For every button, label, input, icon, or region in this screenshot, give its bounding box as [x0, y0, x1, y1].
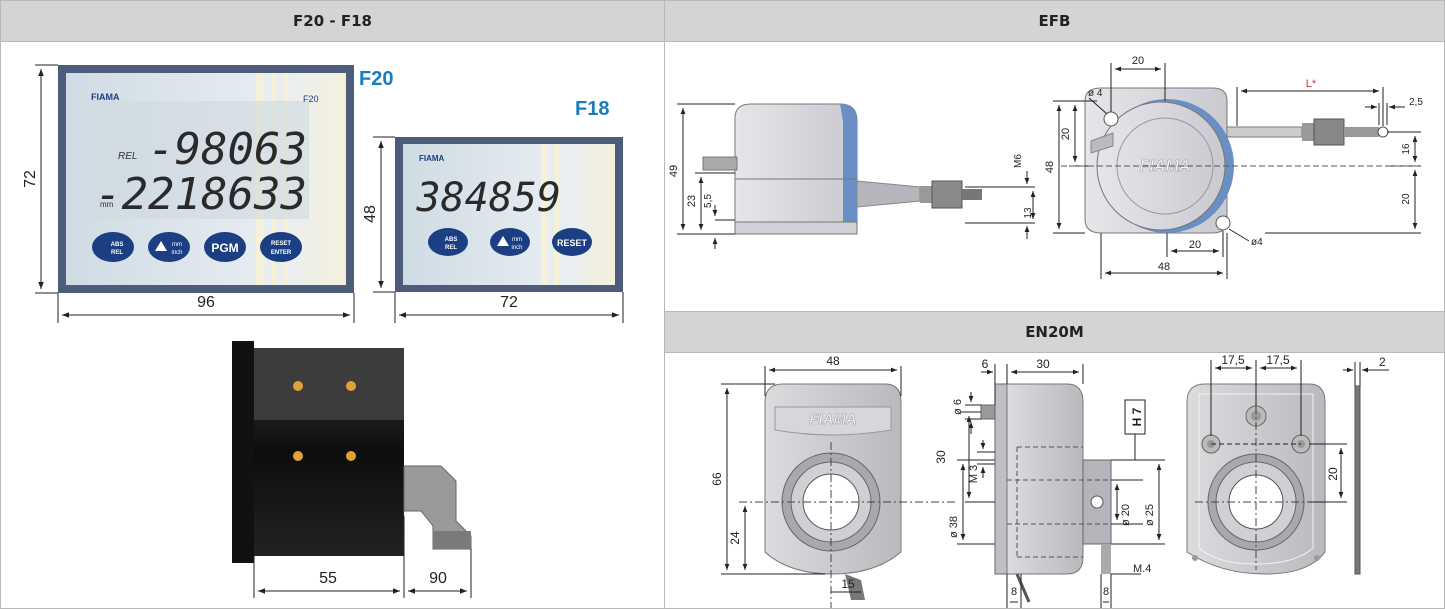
- f20-dim-width: 96: [197, 294, 215, 311]
- f18-logo: FIAMA: [419, 154, 445, 163]
- efb-drawing: 49 23 5,5 M6 13 FIAMA: [668, 55, 1423, 279]
- svg-text:inch: inch: [171, 250, 182, 256]
- f20-device: FIAMA F20 REL mm -98063 -2218633 ABSREL …: [58, 65, 354, 293]
- en20m-dim-phi6: ø 6: [952, 399, 964, 415]
- en20m-dim-66: 66: [710, 472, 724, 486]
- svg-text:mm: mm: [512, 237, 522, 243]
- svg-text:inch: inch: [511, 245, 522, 251]
- en20m-dim-48: 48: [826, 354, 840, 368]
- side-view-dimensions: [253, 516, 472, 598]
- en20m-logo: FIAMA: [809, 411, 857, 428]
- f20-label: F20: [359, 68, 393, 90]
- en20m-dim-phi38: ø 38: [948, 516, 960, 538]
- en20m-dim-24: 24: [728, 531, 742, 545]
- svg-text:ENTER: ENTER: [271, 250, 292, 256]
- f20-button-abs-rel[interactable]: ABS REL: [92, 232, 134, 262]
- en20m-dim-2: 2: [1379, 355, 1386, 369]
- efb-dim-5-5: 5,5: [703, 194, 714, 208]
- en20m-back-dims: [1195, 360, 1389, 570]
- svg-text:RESET: RESET: [271, 241, 291, 247]
- en20m-side-dims: [957, 364, 1165, 608]
- panel-title: EN20M: [665, 312, 1444, 353]
- efb-dim-bot20: 20: [1189, 239, 1201, 251]
- en20m-dim-17-5-b: 17,5: [1266, 353, 1290, 367]
- f20-button-mm-inch[interactable]: mm inch: [148, 232, 190, 262]
- f20-dim-height: 72: [22, 170, 39, 188]
- efb-side-view: [702, 103, 982, 235]
- f20-model-tag: F20: [303, 94, 319, 104]
- panel-title-text: F20 - F18: [293, 12, 372, 30]
- f18-dim-height: 48: [362, 205, 379, 223]
- f18-button-reset[interactable]: RESET: [552, 228, 592, 256]
- side-dim-connector: 90: [429, 570, 447, 587]
- panel-f20-f18: F20 - F18 FIAMA F20 REL mm -98063 -22186…: [0, 0, 665, 609]
- f20-f18-drawing: FIAMA F20 REL mm -98063 -2218633 ABSREL …: [22, 64, 624, 598]
- f20-display-line1: -98063: [148, 124, 307, 175]
- en20m-front-dims: [721, 366, 955, 608]
- svg-text:mm: mm: [172, 242, 182, 248]
- f18-display: 384859: [416, 175, 562, 221]
- efb-dim-top20: 20: [1132, 55, 1144, 67]
- en20m-dim-phi20: ø 20: [1120, 504, 1132, 526]
- efb-dim-phi4-b: ø4: [1251, 237, 1263, 248]
- en20m-h7-box: H 7: [1124, 399, 1146, 435]
- panel-title-text: EN20M: [1025, 323, 1084, 341]
- en20m-dim-8b: 8: [1103, 586, 1109, 598]
- panel-efb: EFB 49 23: [664, 0, 1445, 312]
- en20m-dim-m4: M.4: [1133, 563, 1151, 575]
- efb-dim-16: 16: [1401, 143, 1412, 155]
- panel-title: EFB: [665, 1, 1444, 42]
- f20-logo: FIAMA: [91, 92, 120, 102]
- f20-dimensions: [35, 64, 355, 323]
- f20-button-pgm[interactable]: PGM: [204, 232, 246, 262]
- f18-label: F18: [575, 98, 609, 120]
- f18-dimensions: [373, 136, 624, 323]
- efb-dim-m6: M6: [1013, 154, 1024, 168]
- efb-dim-right20: 20: [1401, 193, 1412, 205]
- svg-text:REL: REL: [111, 250, 123, 256]
- efb-dim-48h: 48: [1158, 261, 1170, 273]
- en20m-dim-m3: M 3: [968, 465, 980, 483]
- f20-button-reset-enter[interactable]: RESET ENTER: [260, 232, 302, 262]
- f18-button-abs-rel[interactable]: ABS REL: [428, 228, 468, 256]
- en20m-dim-30v: 30: [934, 450, 948, 464]
- efb-dim-48v: 48: [1044, 161, 1056, 173]
- f20-rel-tag: REL: [118, 151, 137, 162]
- en20m-front-view: FIAMA: [764, 383, 902, 600]
- en20m-dim-20: 20: [1326, 467, 1340, 481]
- svg-text:REL: REL: [445, 245, 457, 251]
- efb-dim-13: 13: [1023, 207, 1034, 219]
- svg-text:PGM: PGM: [211, 241, 238, 255]
- panel-en20m: EN20M FIAMA 48 66 24 15: [664, 311, 1445, 609]
- efb-side-dims: [677, 103, 1036, 249]
- en20m-dim-15: 15: [841, 577, 855, 591]
- efb-dim-23: 23: [686, 195, 698, 207]
- efb-front-dims: [1053, 63, 1421, 279]
- en20m-dim-6: 6: [982, 357, 989, 371]
- en20m-dim-17-5-a: 17,5: [1221, 353, 1245, 367]
- en20m-side-view: [980, 383, 1112, 603]
- efb-dim-phi4-a: ø 4: [1088, 88, 1103, 99]
- side-view-device: [232, 341, 472, 563]
- efb-dim-lstar: L*: [1306, 78, 1317, 90]
- f20-mm-tag: mm: [100, 200, 114, 209]
- en20m-dim-30: 30: [1036, 357, 1050, 371]
- en20m-dim-phi25: ø 25: [1144, 504, 1156, 526]
- efb-dim-2-5: 2,5: [1409, 97, 1423, 108]
- side-dim-depth: 55: [319, 570, 337, 587]
- en20m-dim-8a: 8: [1011, 586, 1017, 598]
- en20m-drawing: FIAMA 48 66 24 15: [710, 353, 1389, 608]
- f18-dim-width: 72: [500, 294, 518, 311]
- efb-dim-left20: 20: [1060, 128, 1072, 140]
- panel-title-text: EFB: [1038, 12, 1071, 30]
- en20m-dim-h7: H 7: [1130, 407, 1144, 426]
- svg-text:ABS: ABS: [111, 242, 124, 248]
- efb-dim-49: 49: [668, 165, 680, 177]
- f18-device: FIAMA 384859 ABS REL mm inch RESET: [395, 137, 623, 292]
- f18-button-mm-inch[interactable]: mm inch: [490, 228, 530, 256]
- f20-display-line2: -2218633: [95, 169, 307, 220]
- panel-title: F20 - F18: [1, 1, 664, 42]
- svg-text:RESET: RESET: [557, 238, 588, 248]
- svg-text:ABS: ABS: [445, 237, 458, 243]
